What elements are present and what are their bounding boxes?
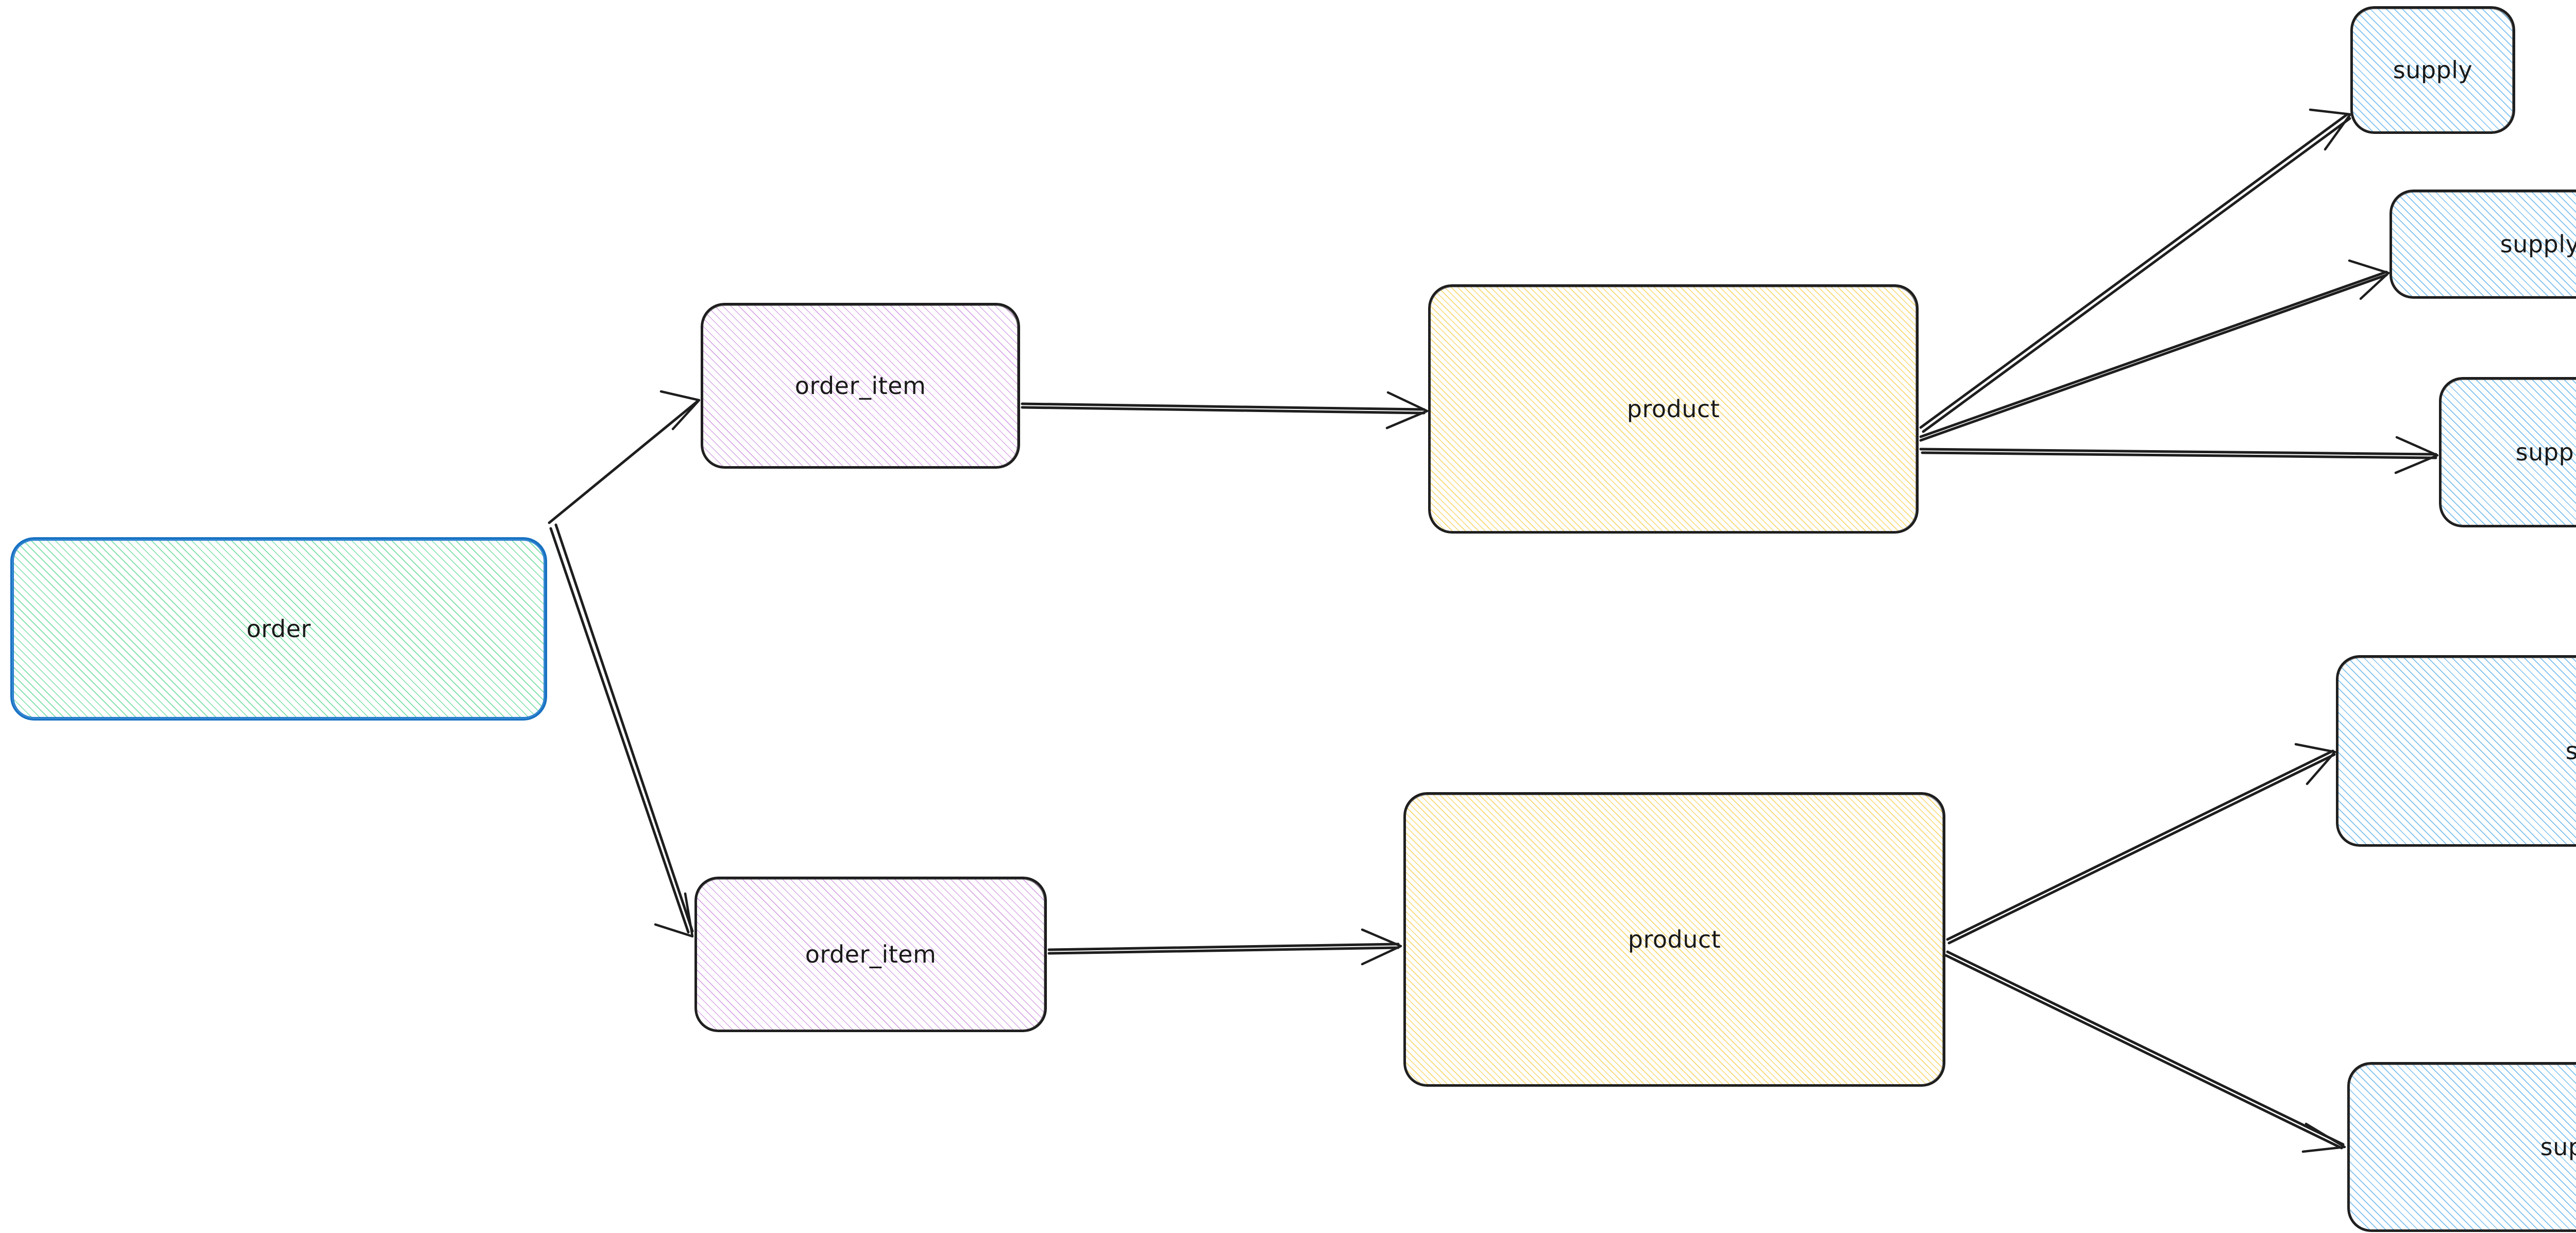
node-product-2[interactable]: product <box>1403 792 1945 1087</box>
node-label: order_item <box>805 940 937 968</box>
node-label: product <box>1628 926 1721 953</box>
edge-product-1-to-supply-1 <box>1919 108 2352 433</box>
node-supply-3[interactable]: supply <box>2439 377 2576 527</box>
edge-product-2-to-supply-4 <box>1946 743 2336 945</box>
node-label: supply <box>2515 438 2576 466</box>
node-fill-hatch <box>1403 792 1945 1087</box>
node-fill-hatch <box>1428 284 1919 534</box>
edge-product-1-to-supply-2 <box>1919 259 2390 442</box>
node-fill-hatch <box>701 303 1020 469</box>
node-label: supply <box>2500 230 2576 258</box>
node-fill-hatch <box>694 877 1047 1032</box>
node-fill-hatch <box>10 537 547 721</box>
node-fill-hatch <box>2350 6 2515 134</box>
node-order[interactable]: order <box>10 537 547 721</box>
node-fill-hatch <box>2389 190 2576 299</box>
node-fill-hatch <box>2336 655 2576 847</box>
node-label: order <box>246 615 311 643</box>
edge-order-to-order-item-2 <box>549 523 694 938</box>
edge-product-2-to-supply-5 <box>1944 950 2346 1153</box>
node-product-1[interactable]: product <box>1428 284 1919 534</box>
node-order-item-1[interactable]: order_item <box>701 303 1020 469</box>
node-label: supply <box>2565 737 2576 765</box>
node-supply-4[interactable]: supply <box>2336 655 2576 847</box>
node-label: supply <box>2393 56 2473 84</box>
node-supply-2[interactable]: supply <box>2389 190 2576 299</box>
node-supply-5[interactable]: supply <box>2347 1062 2576 1232</box>
edge-order-to-order-item-1 <box>548 390 701 524</box>
node-supply-1[interactable]: supply <box>2350 6 2515 134</box>
node-order-item-2[interactable]: order_item <box>694 877 1047 1032</box>
node-fill-hatch <box>2347 1062 2576 1232</box>
edge-product-1-to-supply-3 <box>1919 436 2439 474</box>
edge-order-item-2-to-product-2 <box>1047 928 1402 966</box>
node-label: supply <box>2540 1133 2576 1161</box>
node-label: product <box>1626 395 1720 423</box>
edge-order-item-1-to-product-1 <box>1021 391 1429 430</box>
node-fill-hatch <box>2439 377 2576 527</box>
node-label: order_item <box>794 372 926 400</box>
